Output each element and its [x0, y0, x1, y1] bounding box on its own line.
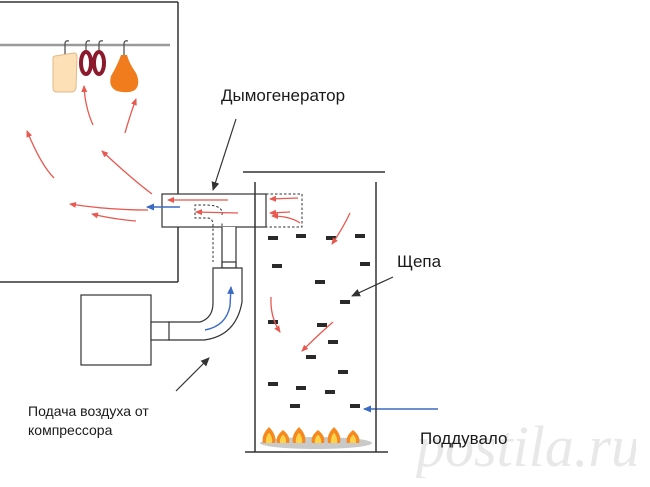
wood-chip	[326, 236, 336, 240]
flame-core-icon	[279, 434, 287, 443]
flame-core-icon	[349, 434, 357, 443]
flames	[262, 427, 360, 443]
pointer-air-supply	[175, 357, 210, 392]
wood-chip	[306, 355, 316, 359]
wood-chip	[268, 320, 278, 324]
smoke-arrow-icon	[269, 195, 299, 202]
smoke-arrow-icon	[195, 209, 239, 216]
label-air-inlet: Поддувало	[420, 429, 508, 448]
flame-core-icon	[265, 432, 273, 443]
wood-chip	[296, 234, 306, 238]
wood-chip	[350, 404, 360, 408]
smoke-arrow-icon	[69, 201, 149, 211]
sausage-light-icon	[52, 52, 78, 93]
air-arrow-icon	[204, 286, 235, 331]
label-wood-chips: Щепа	[397, 252, 442, 271]
meat-piece-icon	[110, 55, 139, 93]
canister-smoke-arrows	[270, 212, 351, 352]
postila-logo-icon: postila.ru	[416, 414, 636, 478]
wood-chip	[325, 390, 335, 394]
wood-chips	[268, 234, 370, 408]
wood-chip	[296, 386, 306, 390]
flame-core-icon	[330, 432, 338, 443]
smoke-arrow-icon	[301, 321, 334, 352]
smoke-arrow-icon	[271, 213, 301, 224]
sausage-ring-icon	[79, 50, 93, 76]
hook-icon	[64, 40, 70, 56]
wood-chip	[355, 234, 365, 238]
air-flow-arrows	[146, 203, 438, 413]
smoke-arrow-icon	[81, 85, 94, 126]
hook-icon	[85, 40, 91, 51]
wood-chip	[272, 264, 282, 268]
flame-core-icon	[295, 432, 303, 443]
wood-chip	[290, 404, 300, 408]
smoke-arrow-icon	[331, 212, 351, 245]
wood-chip	[340, 300, 350, 304]
hook-icon	[123, 40, 129, 56]
sausage-ring-icon	[92, 50, 106, 76]
wood-chip	[315, 280, 325, 284]
smoke-arrow-icon	[269, 209, 291, 216]
flame-core-icon	[314, 434, 322, 443]
smoke-arrow-icon	[101, 150, 153, 195]
smoke-arrow-icon	[26, 130, 55, 179]
hook-icon	[98, 40, 104, 51]
wood-chip	[328, 340, 338, 344]
smoking-chamber	[0, 1, 179, 283]
wood-chip	[317, 323, 327, 327]
compressor	[80, 294, 170, 366]
label-pointers	[175, 118, 394, 392]
smoke-arrow-icon	[91, 212, 137, 222]
pointer-wood-chips	[351, 276, 394, 297]
wood-chip	[268, 236, 278, 240]
watermark: postila.ru	[416, 408, 636, 478]
smoke-arrow-icon	[124, 98, 137, 134]
label-smoke-generator: Дымогенератор	[221, 86, 346, 105]
wood-chip	[360, 262, 370, 266]
wood-chip	[338, 370, 348, 374]
generator-canister	[243, 171, 388, 453]
pointer-smoke-generator	[211, 118, 237, 191]
svg-text:postila.ru: postila.ru	[416, 414, 636, 478]
fire	[260, 427, 372, 449]
compressor-air-tube	[167, 267, 243, 341]
smoke-arrow-icon	[270, 296, 281, 333]
label-air-supply: Подача воздуха от компрессора	[28, 403, 149, 438]
smoke-flow-arrows	[26, 85, 153, 222]
wood-chip	[268, 382, 278, 386]
hanging-products	[52, 40, 139, 93]
smoke-pipe-arrows	[167, 195, 301, 224]
